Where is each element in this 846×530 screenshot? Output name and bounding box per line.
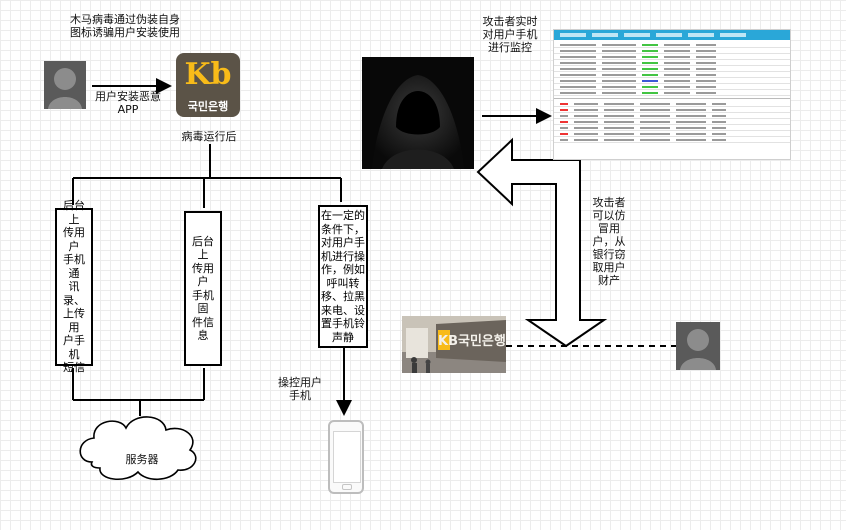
control-label: 操控用户手机 [278, 376, 322, 402]
after-run-label: 病毒运行后 [181, 130, 237, 143]
smartphone-home-button [342, 484, 352, 490]
monitor-header-bar [554, 30, 790, 40]
cloud-icon [79, 416, 197, 481]
hacker-image [362, 57, 474, 169]
monitor-label: 攻击者实时对用户手机进行监控 [482, 15, 538, 54]
smartphone-icon [328, 420, 364, 494]
monitor-screenshot [553, 29, 791, 160]
monitor-top-table [554, 40, 790, 98]
bank-sign-text: KB국민은행 [438, 334, 506, 349]
install-label: 用户安装恶意APP [95, 90, 161, 116]
user-avatar-icon [44, 61, 86, 109]
kb-logo-text: Kb [184, 57, 232, 92]
impersonate-arrow [476, 137, 608, 348]
title-text: 木马病毒通过伪装自身图标诱骗用户安装使用 [70, 13, 180, 39]
attacker-avatar-icon [676, 322, 720, 370]
bank-photo: KB국민은행 [402, 316, 506, 373]
upload-firmware-box: 后台上 传用户 手机固 件信息 [184, 211, 222, 366]
control-phone-box: 在一定的 条件下， 对用户手 机进行操 作，例如 呼叫转 移、拉黑 来电、设 置… [318, 205, 368, 348]
kb-bank-app-icon: Kb 국민은행 [176, 53, 240, 117]
monitor-bottom-table [554, 98, 790, 143]
upload-contacts-box: 后台上 传用户 手机通 讯录、 上传用 户手机 短信 [55, 199, 93, 374]
smartphone-screen [333, 431, 361, 483]
impersonate-label: 攻击者可以仿冒用户，从银行窃取用户财产 [592, 196, 626, 287]
kb-name-text: 국민은행 [187, 100, 229, 113]
server-label: 服务器 [125, 453, 159, 466]
